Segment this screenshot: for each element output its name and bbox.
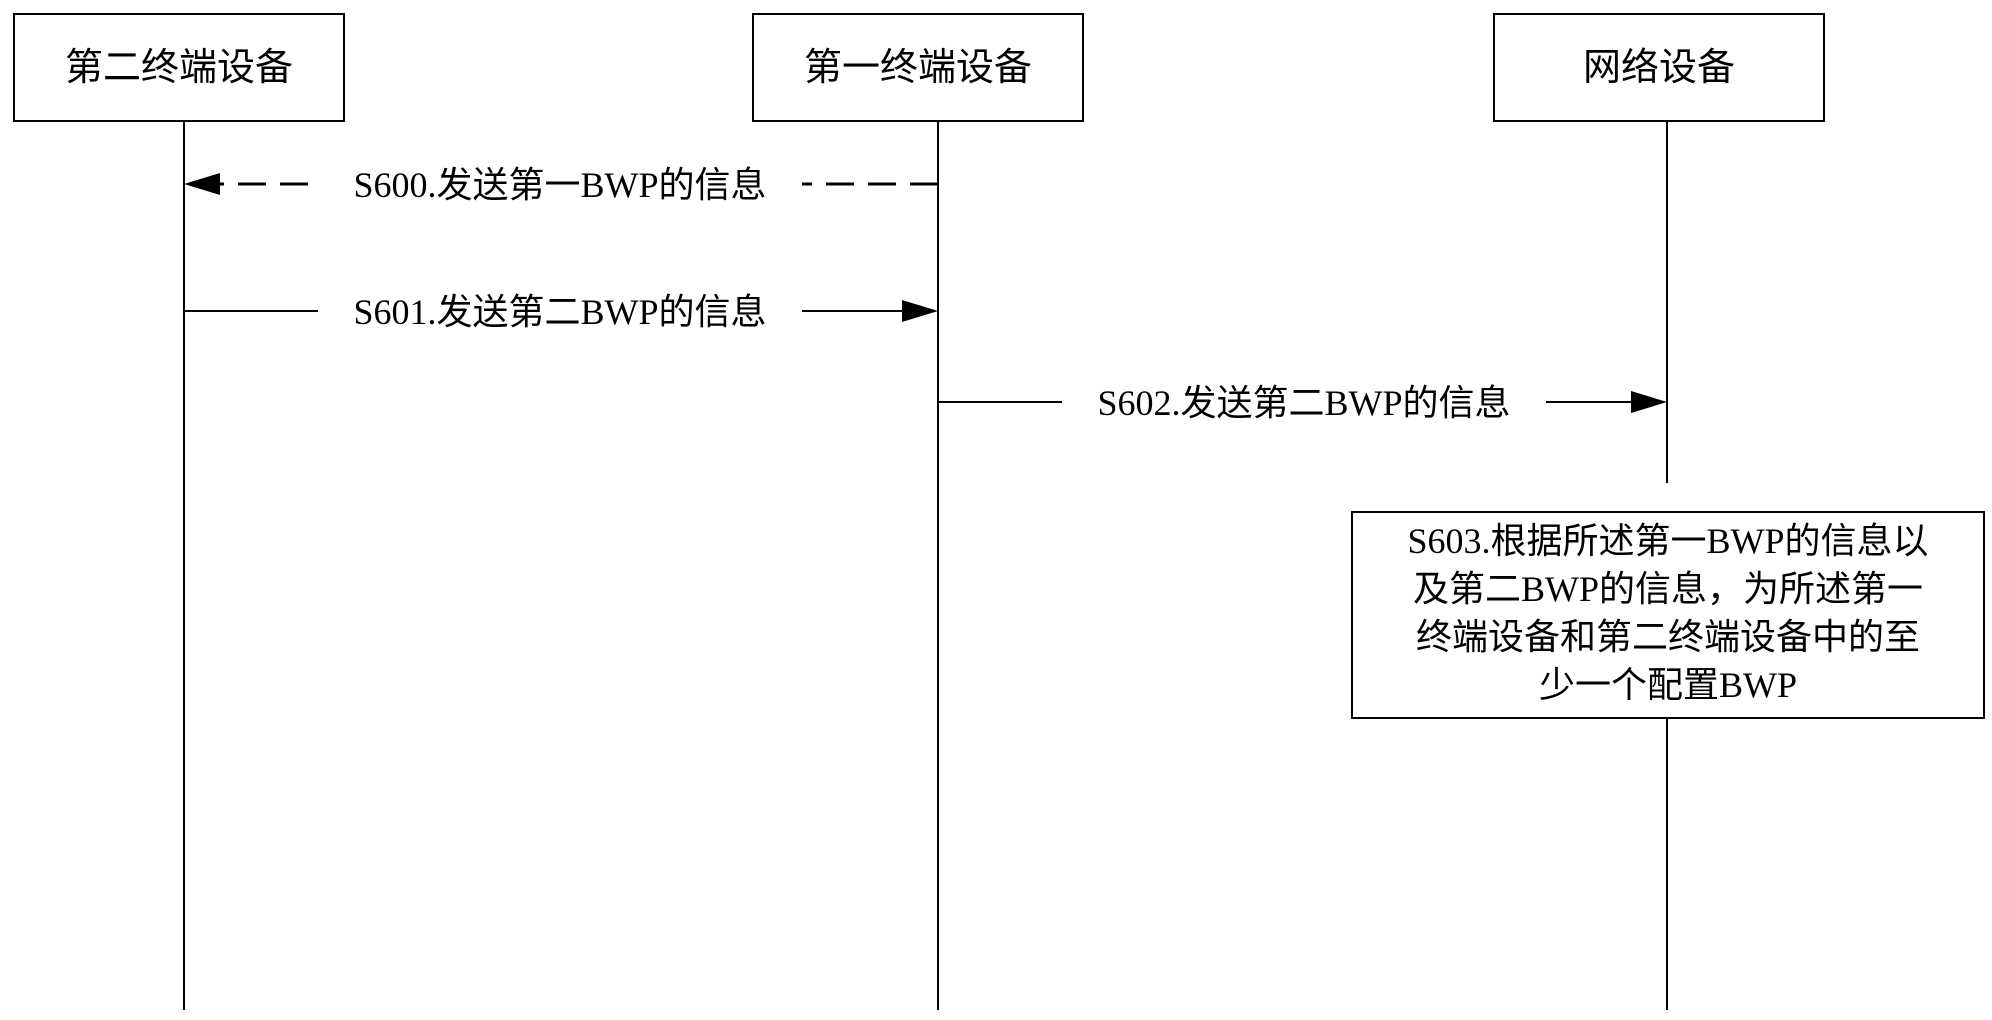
note-line-1: S603.根据所述第一BWP的信息以 — [1407, 521, 1928, 561]
participant-box-network — [1493, 13, 1825, 122]
arrowhead-s600 — [184, 173, 220, 195]
note-line-4: 少一个配置BWP — [1539, 665, 1797, 705]
participant-label-first-terminal: 第一终端设备 — [804, 47, 1032, 89]
message-label-bg-s602 — [1062, 378, 1546, 426]
message-label-bg-s600 — [318, 160, 802, 208]
message-s602: S602.发送第二BWP的信息 — [938, 378, 1667, 426]
participant-label-second-terminal: 第二终端设备 — [65, 47, 293, 89]
message-label-s602: S602.发送第二BWP的信息 — [1097, 383, 1510, 423]
note-line-3: 终端设备和第二终端设备中的至 — [1416, 617, 1920, 657]
note-box-s603 — [1351, 511, 1985, 719]
message-s601: S601.发送第二BWP的信息 — [184, 287, 938, 335]
participant-label-network: 网络设备 — [1583, 47, 1735, 89]
participant-box-second-terminal — [13, 13, 345, 122]
arrowhead-s601 — [902, 300, 938, 322]
note-line-2: 及第二BWP的信息，为所述第一 — [1413, 569, 1923, 609]
message-label-s601: S601.发送第二BWP的信息 — [353, 292, 766, 332]
message-label-bg-s601 — [318, 287, 802, 335]
message-label-s600: S600.发送第一BWP的信息 — [353, 165, 766, 205]
message-s600: S600.发送第一BWP的信息 — [184, 160, 938, 208]
participant-second-terminal: 第二终端设备 — [13, 13, 345, 122]
participant-box-first-terminal — [752, 13, 1084, 122]
participant-first-terminal: 第一终端设备 — [752, 13, 1084, 122]
note-s603: S603.根据所述第一BWP的信息以 及第二BWP的信息，为所述第一 终端设备和… — [1351, 511, 1985, 719]
participant-network: 网络设备 — [1493, 13, 1825, 122]
arrowhead-s602 — [1631, 391, 1667, 413]
